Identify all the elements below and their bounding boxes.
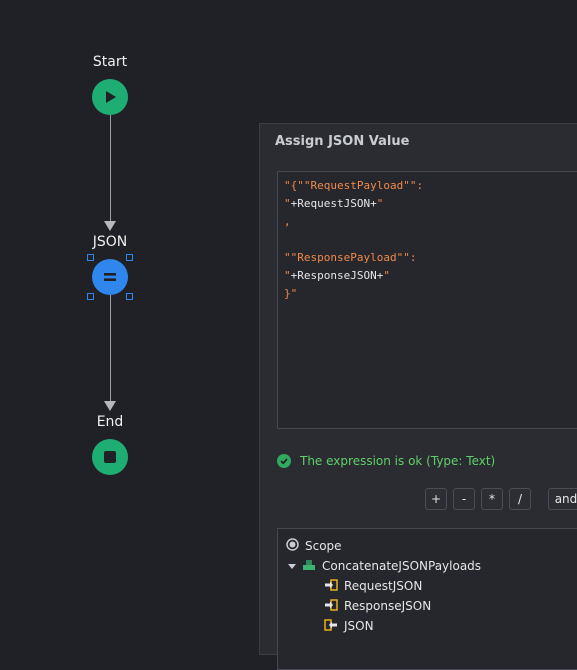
scope-root[interactable]: Scope (286, 537, 342, 555)
selection-handle-tr[interactable] (126, 254, 133, 261)
dialog-title: Assign JSON Value (275, 134, 410, 149)
end-node-label: End (96, 414, 124, 430)
code-token: }" (284, 287, 298, 300)
code-line: "+RequestJSON+" (284, 195, 577, 213)
stop-icon (104, 451, 116, 463)
scope-item[interactable]: RequestJSON (324, 577, 422, 595)
code-line: }" (284, 285, 577, 303)
scope-item-label: RequestJSON (344, 579, 423, 593)
equals-icon (104, 273, 116, 281)
code-token: " (284, 197, 291, 210)
end-node[interactable] (92, 439, 128, 475)
code-token: " (284, 269, 291, 282)
code-line: , (284, 213, 577, 231)
code-token: , (284, 215, 291, 228)
code-token: " (383, 269, 390, 282)
operator-button[interactable]: / (509, 488, 531, 510)
code-line: "+ResponseJSON+" (284, 267, 577, 285)
scope-tree[interactable]: Scope ConcatenateJSONPayloads RequestJSO… (277, 528, 577, 670)
selection-handle-bl[interactable] (87, 293, 94, 300)
output-parameter-icon (324, 618, 338, 634)
start-node[interactable] (92, 79, 128, 115)
chevron-down-icon[interactable] (288, 559, 296, 573)
selection-handle-br[interactable] (126, 293, 133, 300)
code-token: +RequestJSON+ (290, 197, 377, 210)
assign-node[interactable] (92, 259, 128, 295)
operator-button[interactable]: and (548, 488, 577, 510)
operator-button[interactable]: * (481, 488, 503, 510)
status-text: The expression is ok (Type: Text) (300, 454, 496, 468)
assign-dialog: Assign JSON Value "{""RequestPayload"": "… (259, 123, 577, 670)
start-node-label: Start (92, 54, 128, 70)
expression-status: The expression is ok (Type: Text) (277, 454, 495, 468)
scope-root-label: Scope (305, 539, 342, 553)
code-token: "{""RequestPayload"": (284, 179, 424, 192)
scope-item-label: ResponseJSON (344, 599, 432, 613)
input-parameter-icon (324, 578, 338, 594)
operator-button[interactable]: + (425, 488, 447, 510)
selection-handle-tl[interactable] (87, 254, 94, 261)
scope-item[interactable]: ResponseJSON (324, 597, 431, 615)
input-parameter-icon (324, 598, 338, 614)
arrow-down-icon (104, 401, 116, 411)
scope-item[interactable]: JSON (324, 617, 374, 635)
arrow-down-icon (104, 221, 116, 231)
server-action-icon (302, 559, 316, 574)
code-token: ""ResponsePayload"": (284, 251, 417, 264)
code-token: +ResponseJSON+ (290, 269, 384, 282)
expression-editor[interactable]: "{""RequestPayload"":"+RequestJSON+",""R… (277, 171, 577, 429)
code-token: " (376, 197, 384, 210)
check-circle-icon (277, 454, 291, 468)
assign-node-label: JSON (92, 234, 128, 250)
code-line (284, 231, 577, 249)
scope-action-label: ConcatenateJSONPayloads (322, 559, 482, 573)
scope-item-label: JSON (344, 619, 374, 633)
connector-start-assign (110, 115, 111, 221)
connector-assign-end (110, 295, 111, 401)
radio-icon (286, 538, 299, 554)
code-line: "{""RequestPayload"": (284, 177, 577, 195)
code-line: ""ResponsePayload"": (284, 249, 577, 267)
operator-button[interactable]: - (453, 488, 475, 510)
scope-action[interactable]: ConcatenateJSONPayloads (288, 557, 481, 575)
play-icon (106, 91, 116, 103)
